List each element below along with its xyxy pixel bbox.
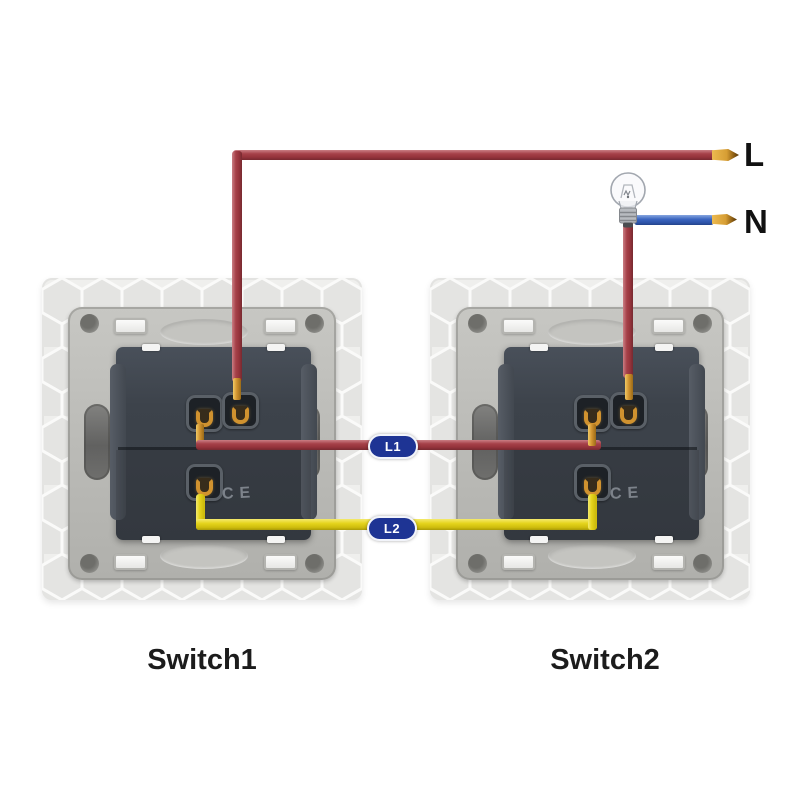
retaining-tab [142, 536, 160, 543]
mounting-clip [264, 318, 297, 334]
ce-marking: CE [221, 484, 257, 503]
mounting-clip [652, 554, 685, 570]
retaining-tab [267, 344, 285, 351]
switch2-label: Switch2 [550, 644, 660, 676]
retaining-tab [530, 536, 548, 543]
light-bulb [610, 172, 646, 228]
terminal-l1 [186, 395, 223, 432]
fixing-claw [84, 404, 110, 480]
terminal-clamp [196, 409, 213, 427]
mounting-clip [502, 318, 535, 334]
retaining-tab [655, 536, 673, 543]
neutral-label: N [744, 203, 768, 240]
bare-conductor [233, 378, 241, 400]
bare-conductor [625, 374, 633, 400]
frame-recess [548, 319, 636, 345]
screw-hole [305, 314, 324, 333]
screw-hole [468, 314, 487, 333]
l1-wire-badge: L1 [368, 434, 418, 459]
retaining-tab [530, 344, 548, 351]
bare-conductor [196, 424, 204, 446]
mechanism-side [689, 364, 705, 520]
traveler-wire-l2-riser [196, 494, 205, 530]
bare-conductor [588, 424, 596, 446]
mechanism-seam [506, 447, 697, 450]
frame-recess [548, 543, 636, 569]
mechanism-side [110, 364, 126, 520]
screw-hole [693, 314, 712, 333]
live-wire-to-switch1 [232, 151, 242, 382]
retaining-tab [267, 536, 285, 543]
terminal-clamp [620, 406, 637, 424]
live-wire-horizontal [233, 150, 715, 160]
l2-wire-badge: L2 [367, 516, 417, 541]
frame-recess [160, 543, 248, 569]
mounting-clip [264, 554, 297, 570]
screw-hole [693, 554, 712, 573]
screw-hole [80, 554, 99, 573]
switch1-label: Switch1 [147, 644, 257, 676]
screw-hole [80, 314, 99, 333]
lamp-wire-to-switch2 [623, 220, 633, 378]
neutral-wire [634, 215, 714, 225]
live-wire-bare-end [712, 149, 739, 161]
screw-hole [468, 554, 487, 573]
switch-mechanism: CE [498, 344, 705, 543]
terminal-clamp [232, 406, 249, 424]
mounting-clip [652, 318, 685, 334]
retaining-tab [655, 344, 673, 351]
retaining-tab [142, 344, 160, 351]
terminal-clamp [196, 478, 213, 496]
terminal-com [610, 392, 647, 429]
neutral-wire-bare-end [712, 214, 737, 225]
ce-marking: CE [609, 484, 645, 503]
live-label: L [744, 136, 765, 173]
screw-hole [305, 554, 324, 573]
traveler-wire-l2-riser [588, 494, 597, 530]
mounting-clip [114, 554, 147, 570]
mounting-clip [502, 554, 535, 570]
mounting-clip [114, 318, 147, 334]
